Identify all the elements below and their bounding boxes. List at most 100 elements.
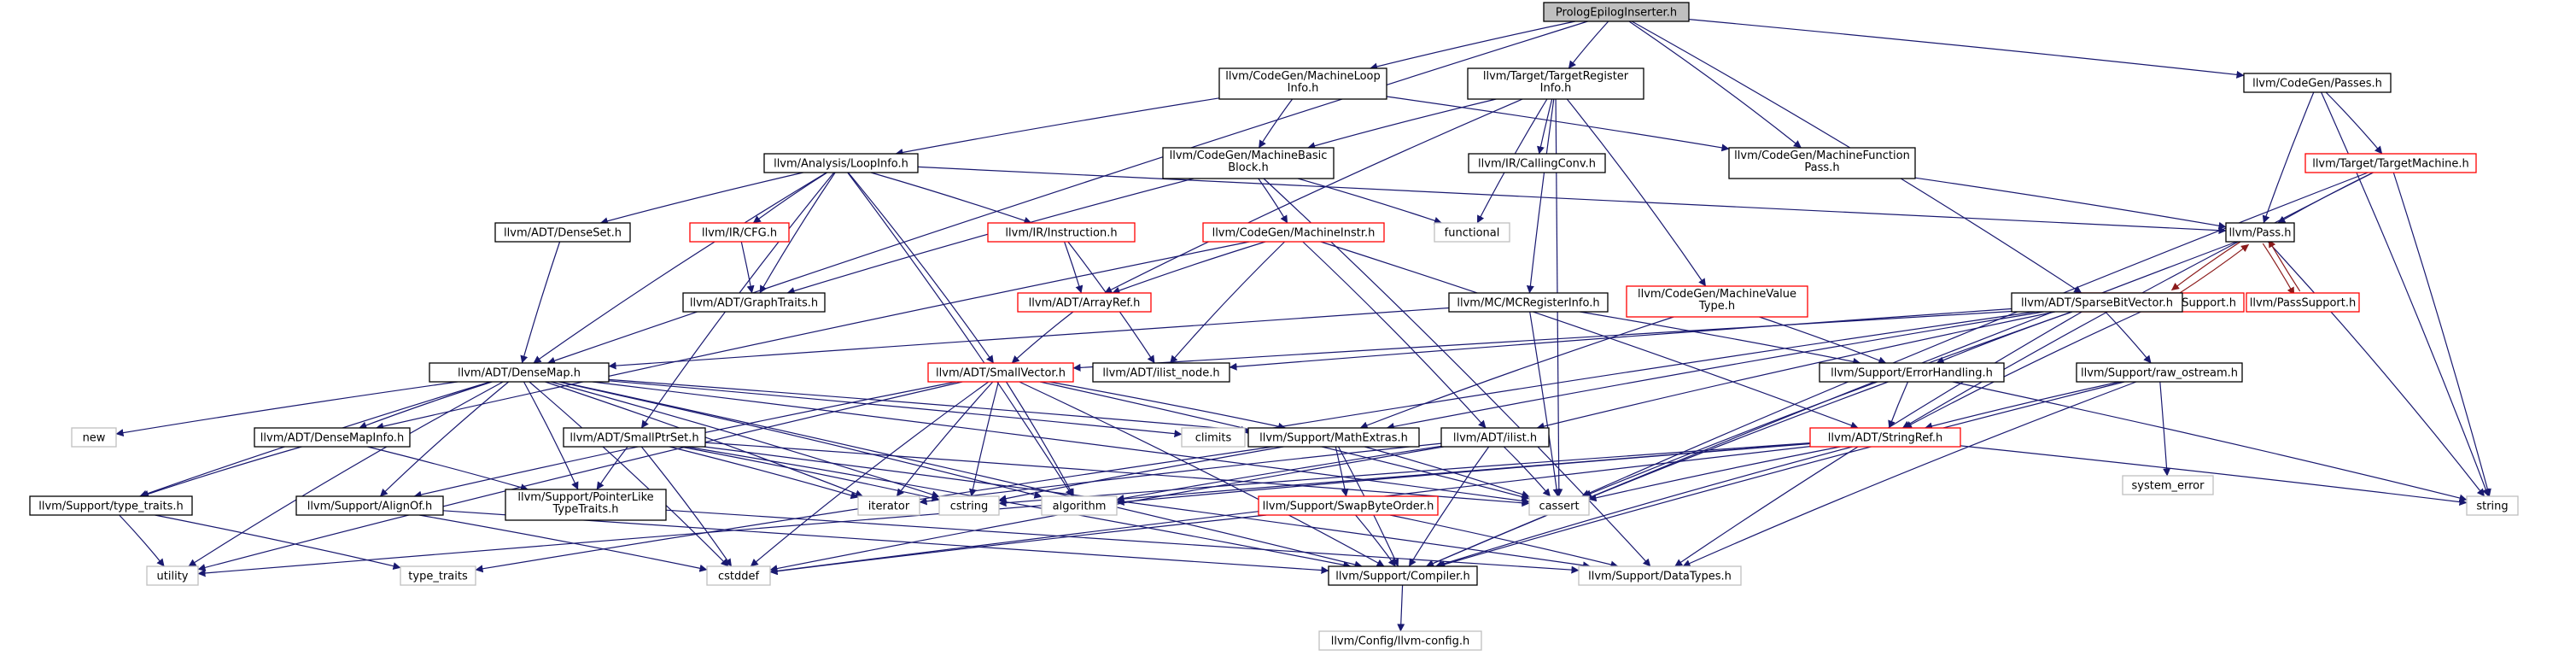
node-typetraits_llvm[interactable]: llvm/Support/type_traits.h: [29, 495, 193, 516]
edge-instruction-to-arrayref: [1064, 241, 1084, 294]
node-label: climits: [1195, 432, 1232, 445]
node-smallvector[interactable]: llvm/ADT/SmallVector.h: [927, 362, 1074, 383]
edge-loopinfo-to-graphtraits: [759, 172, 836, 294]
node-label: cstddef: [718, 571, 760, 583]
edge-treg-to-callconv: [1537, 98, 1553, 155]
node-cassert[interactable]: cassert: [1528, 495, 1590, 516]
edge-mcreg-to-cassert: [1529, 311, 1561, 497]
node-label: llvm/IR/CFG.h: [702, 227, 777, 240]
node-box: [927, 362, 1074, 383]
edge-compiler-to-llvmconfig: [1397, 584, 1405, 632]
node-label: llvm/ADT/ilist.h: [1453, 432, 1537, 445]
edge-sbv-to-ilistnode: [1229, 308, 2012, 371]
edge-smallvector-to-utility: [197, 381, 963, 571]
edge-root-to-passes: [1688, 19, 2245, 79]
node-system_error[interactable]: system_error: [2122, 475, 2214, 495]
nodes-layer: PrologEpilogInserter.h llvm/CodeGen/Machi…: [29, 2, 2519, 651]
edge-loopinfo-to-cfg: [752, 172, 828, 224]
node-box: [1092, 362, 1230, 383]
node-passsupport[interactable]: llvm/PassSupport.h: [2246, 292, 2360, 313]
node-box: [400, 565, 476, 586]
node-box: [1162, 147, 1335, 179]
node-minstr[interactable]: llvm/CodeGen/MachineInstr.h: [1202, 222, 1385, 243]
node-type_traits[interactable]: type_traits: [400, 565, 476, 586]
node-llvmconfig[interactable]: llvm/Config/llvm-config.h: [1318, 630, 1482, 651]
node-label: Type.h: [1698, 300, 1735, 313]
node-label: llvm/Support/raw_ostream.h: [2081, 367, 2238, 380]
node-smallptrset[interactable]: llvm/ADT/SmallPtrSet.h: [563, 427, 706, 448]
node-iterator[interactable]: iterator: [857, 495, 920, 516]
node-denseset[interactable]: llvm/ADT/DenseSet.h: [494, 222, 631, 243]
node-functional[interactable]: functional: [1434, 222, 1510, 243]
edge-loopinfo-to-denseset: [599, 172, 803, 226]
edge-mcreg-to-densemap: [608, 307, 1450, 370]
node-loopinfo[interactable]: llvm/Analysis/LoopInfo.h: [763, 153, 919, 173]
node-instruction[interactable]: llvm/IR/Instruction.h: [987, 222, 1136, 243]
node-arrayref[interactable]: llvm/ADT/ArrayRef.h: [1017, 292, 1152, 313]
edge-smallvector-to-cstring: [969, 381, 999, 497]
node-utility[interactable]: utility: [146, 565, 199, 586]
edge-mcreg-to-errhandling: [1580, 311, 1861, 366]
node-swapbyte[interactable]: llvm/Support/SwapByteOrder.h: [1258, 495, 1439, 516]
node-cstddef[interactable]: cstddef: [706, 565, 771, 586]
node-passes[interactable]: llvm/CodeGen/Passes.h: [2243, 73, 2392, 93]
edge-mbb-to-graphtraits: [786, 178, 1195, 295]
node-pass[interactable]: llvm/Pass.h: [2225, 222, 2295, 243]
node-rawostream[interactable]: llvm/Support/raw_ostream.h: [2076, 362, 2243, 383]
node-box: [71, 427, 117, 448]
node-tmachine[interactable]: llvm/Target/TargetMachine.h: [2304, 153, 2477, 173]
node-label: llvm/Support/Compiler.h: [1335, 571, 1469, 583]
edge-densemap-to-compiler: [559, 381, 1363, 569]
node-sbv[interactable]: llvm/ADT/SparseBitVector.h: [2011, 292, 2183, 313]
node-stringref[interactable]: llvm/ADT/StringRef.h: [1809, 427, 1961, 448]
edge-mbb-to-minstr: [1258, 178, 1288, 224]
edge-errhandling-to-stringref: [1888, 381, 1909, 429]
node-errhandling[interactable]: llvm/Support/ErrorHandling.h: [1819, 362, 2005, 383]
node-ilist[interactable]: llvm/ADT/ilist.h: [1440, 427, 1550, 448]
node-mcreg[interactable]: llvm/MC/MCRegisterInfo.h: [1448, 292, 1609, 313]
edge-root-to-mfp: [1628, 20, 1802, 149]
node-callconv[interactable]: llvm/IR/CallingConv.h: [1468, 153, 1606, 173]
node-datatypes[interactable]: llvm/Support/DataTypes.h: [1578, 565, 1742, 586]
edge-minstr-to-ilist: [1302, 241, 1487, 429]
node-box: [938, 495, 1000, 516]
node-cfg[interactable]: llvm/IR/CFG.h: [689, 222, 790, 243]
node-box: [1448, 292, 1609, 313]
node-box: [1809, 427, 1961, 448]
node-mathextras[interactable]: llvm/Support/MathExtras.h: [1247, 427, 1420, 448]
node-label: llvm/Support/PointerLike: [517, 491, 653, 504]
node-label: llvm/IR/CallingConv.h: [1478, 158, 1596, 171]
node-densemapinfo[interactable]: llvm/ADT/DenseMapInfo.h: [254, 427, 411, 448]
node-label: llvm/ADT/SparseBitVector.h: [2021, 297, 2173, 310]
node-label: cassert: [1539, 501, 1579, 513]
node-box: [1247, 427, 1420, 448]
node-label: system_error: [2132, 480, 2205, 493]
node-box: [1181, 427, 1246, 448]
node-cstring[interactable]: cstring: [938, 495, 1000, 516]
node-densemap[interactable]: llvm/ADT/DenseMap.h: [429, 362, 610, 383]
node-new[interactable]: new: [71, 427, 117, 448]
edge-sbv-to-errhandling: [1936, 311, 2073, 364]
edge-rawostream-to-stringref: [1925, 381, 2120, 430]
node-box: [2225, 222, 2295, 243]
node-root[interactable]: PrologEpilogInserter.h: [1543, 2, 1690, 22]
node-string[interactable]: string: [2466, 495, 2519, 516]
node-label: new: [83, 432, 106, 445]
node-label: llvm/Config/llvm-config.h: [1331, 636, 1469, 648]
node-alignof[interactable]: llvm/Support/AlignOf.h: [295, 495, 444, 516]
edge-errhandling-to-string: [1952, 381, 2468, 502]
node-ilistnode[interactable]: llvm/ADT/ilist_node.h: [1092, 362, 1230, 383]
node-compiler[interactable]: llvm/Support/Compiler.h: [1328, 565, 1478, 586]
node-algorithm[interactable]: algorithm: [1041, 495, 1118, 516]
node-label: iterator: [868, 501, 910, 513]
edge-arrayref-to-smallvector: [1011, 311, 1074, 364]
node-graphtraits[interactable]: llvm/ADT/GraphTraits.h: [682, 292, 826, 313]
node-climits[interactable]: climits: [1181, 427, 1246, 448]
